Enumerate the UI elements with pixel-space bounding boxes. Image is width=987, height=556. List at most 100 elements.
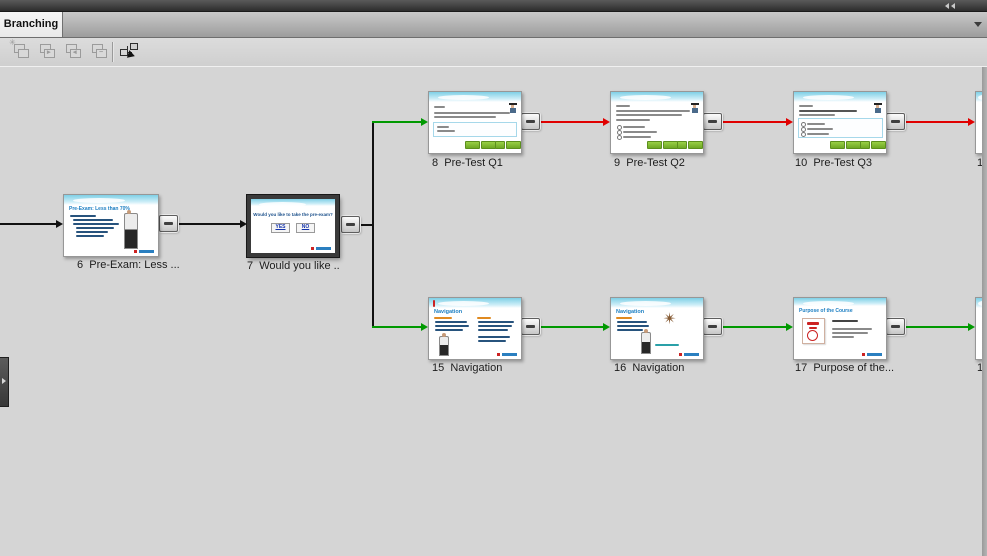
collapse-branch-button-17[interactable] [886, 318, 905, 335]
slide15-title: Navigation [434, 309, 463, 315]
slide6-title: Pre-Exam: Less than 70% [69, 206, 130, 212]
connector-16-to-17 [721, 326, 786, 328]
collapse-badge-icon: ◂ [73, 49, 77, 56]
slide-thumbnail-10[interactable] [793, 91, 887, 154]
connector-9-to-10 [721, 121, 786, 123]
slide-label-11-partial: 1 [977, 157, 984, 169]
expand-badge-icon: ▸ [47, 49, 51, 56]
arrowhead-9-to-10 [786, 118, 793, 126]
slide10-header-art [794, 92, 886, 102]
slide10-button-4 [871, 141, 886, 149]
slide9-button-3 [677, 141, 687, 149]
slide-label-18-partial: 1 [977, 362, 984, 374]
slide6-header-art [64, 195, 158, 205]
slide16-title: Navigation [616, 309, 645, 315]
arrowhead-into-slide6 [56, 220, 63, 228]
slide-label-10: 10 Pre-Test Q3 [795, 157, 873, 169]
slide8-button-3 [495, 141, 505, 149]
slide10-button-3 [860, 141, 870, 149]
slide8-button-2 [481, 141, 496, 149]
connector-17-to-next [904, 326, 968, 328]
slide8-graduate-icon [509, 103, 517, 113]
arrowhead-16-to-17 [786, 323, 793, 331]
slide-thumbnail-15[interactable]: Navigation [428, 297, 522, 360]
right-arrow-icon [2, 378, 6, 384]
slide8-button-4 [506, 141, 521, 149]
collapse-branch-button-9[interactable] [703, 113, 722, 130]
export-branching-view-button[interactable] [118, 42, 140, 61]
slide-label-7: 7 Would you like .. [247, 260, 340, 272]
collapse-branch-button-8[interactable] [521, 113, 540, 130]
slide-thumbnail-7-selected[interactable]: Would you like to take the pre-exam? YES… [247, 195, 339, 257]
slide-label-16: 16 Navigation [614, 362, 685, 374]
slide7-question: Would you like to take the pre-exam? [253, 212, 333, 217]
collapse-branch-button-15[interactable] [521, 318, 540, 335]
slide9-button-2 [663, 141, 678, 149]
slide16-header-art [611, 298, 703, 308]
filmstrip-panel-toggle[interactable] [0, 357, 9, 407]
slide7-header-art [251, 199, 335, 207]
connector-10-to-next [904, 121, 968, 123]
slide6-person-image [124, 210, 138, 249]
slide15-logo [497, 353, 517, 356]
slide17-title: Purpose of the Course [799, 308, 853, 314]
slide6-logo [134, 250, 154, 253]
collapse-panels-icon[interactable] [945, 3, 957, 9]
remove-badge-icon: − [99, 49, 104, 56]
connector-into-slide6 [0, 223, 56, 225]
collapse-group-button[interactable]: ◂ [62, 42, 84, 61]
slide-thumbnail-16[interactable]: Navigation ✴ [610, 297, 704, 360]
connector-stub-7 [339, 224, 341, 226]
branching-canvas[interactable]: Pre-Exam: Less than 70% 6 Pre-Exam: Less… [0, 66, 987, 556]
spark-icon: ✳ [9, 38, 16, 47]
connector-junction-to-8 [372, 121, 421, 123]
connector-7-to-junction [358, 224, 374, 226]
slide-thumbnail-17[interactable]: Purpose of the Course [793, 297, 887, 360]
collapse-branch-button-16[interactable] [703, 318, 722, 335]
slide10-button-2 [846, 141, 861, 149]
slide16-person-image [641, 329, 651, 354]
slide9-graduate-icon [691, 103, 699, 113]
slide9-button-1 [647, 141, 662, 149]
slide-thumbnail-6[interactable]: Pre-Exam: Less than 70% [63, 194, 159, 257]
arrowhead-6-to-7 [240, 220, 247, 228]
slide-thumbnail-8[interactable] [428, 91, 522, 154]
branching-toolbar: ✳ ▸ ◂ − 100% [0, 38, 987, 100]
slide15-person-image [439, 333, 449, 356]
expand-group-button[interactable]: ▸ [36, 42, 58, 61]
slide9-button-4 [688, 141, 703, 149]
slide-label-17: 17 Purpose of the... [795, 362, 895, 374]
slide9-header-art [611, 92, 703, 102]
arrowhead-to-8 [421, 118, 428, 126]
export-branching-icon [118, 42, 140, 61]
remove-group-button[interactable]: − [88, 42, 110, 61]
slide15-header-art [429, 298, 521, 308]
arrowhead-15-to-16 [603, 323, 610, 331]
slide7-no-button: NO [296, 223, 315, 233]
slide16-compass-image: ✴ [663, 311, 677, 328]
collapse-branch-button-6[interactable] [159, 215, 178, 232]
tab-branching[interactable]: Branching [0, 12, 63, 37]
collapse-branch-button-10[interactable] [886, 113, 905, 130]
vertical-scrollbar[interactable] [982, 67, 987, 556]
arrowhead-10-to-next [968, 118, 975, 126]
slide-thumbnail-9[interactable] [610, 91, 704, 154]
connector-junction-to-15 [372, 326, 421, 328]
panel-menu-icon[interactable] [974, 22, 982, 27]
slide7-logo [311, 247, 331, 250]
collapse-branch-button-7[interactable] [341, 216, 360, 233]
slide16-logo [679, 353, 699, 356]
connector-6-to-7 [176, 223, 240, 225]
slide-label-6: 6 Pre-Exam: Less ... [77, 259, 180, 271]
connector-8-to-9 [538, 121, 603, 123]
new-slide-group-button[interactable]: ✳ [9, 38, 32, 61]
slide7-yes-button: YES [271, 223, 290, 233]
tab-bar: Branching [0, 12, 987, 38]
arrowhead-17-to-next [968, 323, 975, 331]
slide17-epa-badge-image [802, 318, 825, 344]
connector-15-to-16 [538, 326, 603, 328]
slide10-button-1 [830, 141, 845, 149]
arrowhead-8-to-9 [603, 118, 610, 126]
slide17-logo [862, 353, 882, 356]
